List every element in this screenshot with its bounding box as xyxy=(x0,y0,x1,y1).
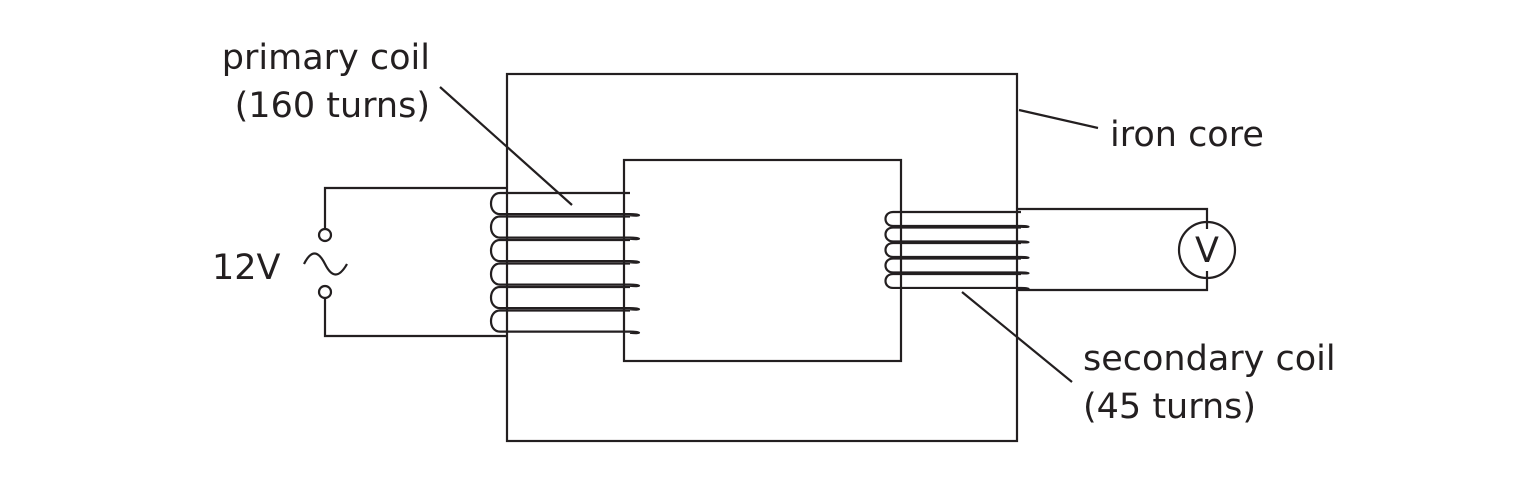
voltmeter-icon xyxy=(1177,220,1237,280)
secondary-coil-turn xyxy=(884,272,1030,291)
secondary-coil-turn xyxy=(884,210,1030,229)
iron-core-label: iron core xyxy=(1110,115,1264,155)
secondary-turns-label: (45 turns) xyxy=(1083,387,1256,427)
primary-coil-turn xyxy=(489,215,641,241)
primary-coil xyxy=(489,191,641,335)
primary-coil-turn xyxy=(489,285,641,311)
secondary-coil-turn xyxy=(884,257,1030,275)
voltmeter-label: V xyxy=(1195,231,1219,271)
primary-turns-label: (160 turns) xyxy=(235,86,430,126)
primary-coil-turn xyxy=(489,309,641,335)
secondary-coil-label: secondary coil xyxy=(1083,339,1336,379)
secondary-coil-turn xyxy=(884,226,1030,244)
primary-coil-leader xyxy=(439,86,573,206)
primary-coil-turn xyxy=(489,262,641,288)
primary-coil-turn xyxy=(489,238,641,264)
supply-terminal-bottom xyxy=(317,284,333,300)
secondary-circuit: V xyxy=(1017,207,1237,292)
primary-coil-turn xyxy=(489,191,641,217)
supply-terminal-top xyxy=(317,227,333,243)
iron-core-leader xyxy=(1018,108,1099,130)
secondary-coil-leader xyxy=(961,291,1073,383)
primary-coil-label: primary coil xyxy=(222,38,430,78)
iron-core-window xyxy=(622,158,903,363)
secondary-coil-turn xyxy=(884,241,1030,260)
secondary-coil xyxy=(884,210,1030,291)
supply-voltage-label: 12V xyxy=(212,248,281,288)
primary-circuit xyxy=(303,186,507,338)
ac-symbol-icon xyxy=(303,252,348,276)
